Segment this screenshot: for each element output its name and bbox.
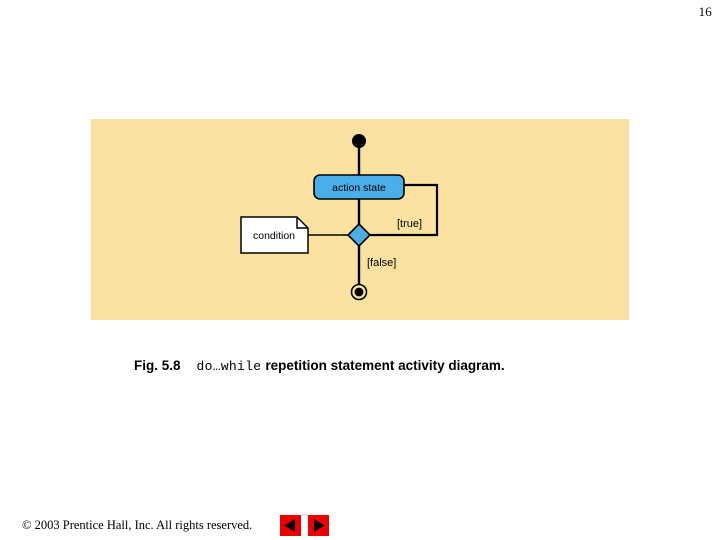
edge-true-loopback <box>370 183 439 237</box>
forward-triangle-icon <box>314 519 325 532</box>
activity-diagram-canvas: action state condition [true] [false] <box>240 134 439 301</box>
figure-description: repetition statement activity diagram. <box>265 358 505 373</box>
final-state-inner-dot <box>354 287 364 297</box>
activity-diagram-panel: action state condition [true] [false] <box>91 119 629 320</box>
back-triangle-icon <box>284 519 295 532</box>
condition-note[interactable]: condition <box>240 216 309 254</box>
action-state-node[interactable]: action state <box>313 174 405 200</box>
figure-code-term: do…while <box>196 359 262 374</box>
figure-number: Fig. 5.8 <box>134 358 181 373</box>
condition-note-fold-icon <box>296 217 308 229</box>
decision-diamond-node[interactable] <box>346 222 372 248</box>
condition-note-label: condition <box>253 230 295 242</box>
action-state-box <box>313 174 405 200</box>
initial-state-node <box>352 134 366 148</box>
copyright-notice: © 2003 Prentice Hall, Inc. All rights re… <box>22 518 253 532</box>
forward-button[interactable] <box>308 515 329 536</box>
navigation-buttons <box>280 515 329 536</box>
guard-label-true: [true] <box>397 218 422 230</box>
guard-label-false: [false] <box>367 257 396 269</box>
back-button[interactable] <box>280 515 301 536</box>
final-state-node <box>350 283 368 301</box>
condition-note-body <box>240 216 309 254</box>
action-state-label: action state <box>332 182 386 194</box>
page-number: 16 <box>698 4 712 19</box>
